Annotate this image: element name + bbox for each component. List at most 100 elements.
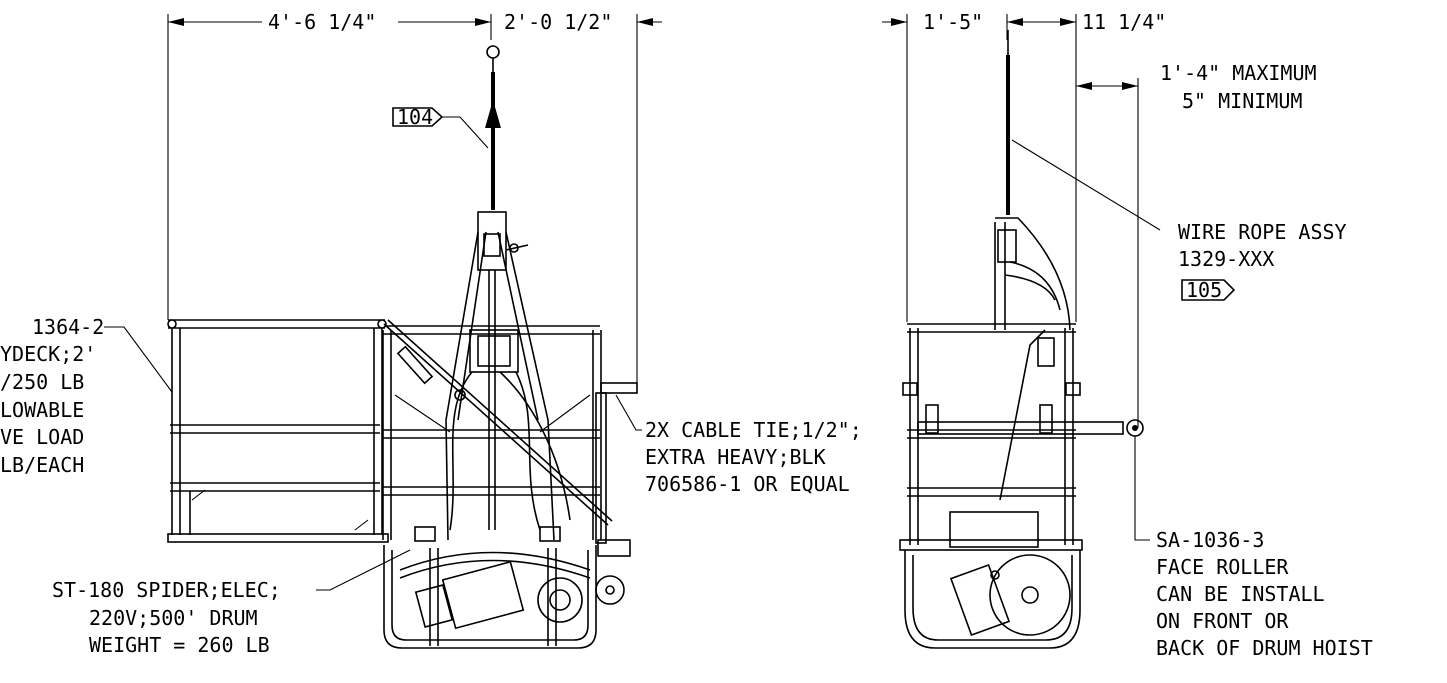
side-motor xyxy=(949,563,1011,637)
dim-max-text: 1'-4" MAXIMUM xyxy=(1160,61,1317,85)
roller-clamp xyxy=(1039,404,1053,434)
hoist-label-line: 220V;500' DRUM xyxy=(89,606,258,630)
side-basket-inner xyxy=(912,555,1073,641)
control-box xyxy=(469,329,519,373)
hoist-label-line: ST-180 SPIDER;ELEC; xyxy=(52,578,281,602)
cable-tie-label: 2X CABLE TIE;1/2"; EXTRA HEAVY;BLK 70658… xyxy=(645,418,862,496)
cage-brace xyxy=(539,394,591,433)
caster-axle xyxy=(605,585,615,595)
basket-outer xyxy=(383,545,597,649)
dim-offset-text: 2'-0 1/2" xyxy=(504,10,612,34)
cage-brace xyxy=(394,394,451,433)
bracket-post xyxy=(595,392,607,544)
platform-label: 1364-2 YDECK;2' /250 LB LOWABLE VE LOAD … xyxy=(0,315,104,477)
rail-end xyxy=(167,319,177,329)
wire-rope-label-line: WIRE ROPE ASSY xyxy=(1178,220,1347,244)
dim-arrow xyxy=(1060,18,1076,26)
deck-lug xyxy=(414,526,436,542)
face-roller-label-line: SA-1036-3 xyxy=(1156,528,1264,552)
side-motor-box xyxy=(949,511,1039,548)
shackle xyxy=(454,389,466,401)
fastener xyxy=(990,570,1000,580)
platform-deck xyxy=(167,533,389,543)
control-box-panel xyxy=(477,335,511,367)
drum-gear xyxy=(537,577,583,623)
rope-eye xyxy=(486,45,500,59)
glass-hatch xyxy=(354,519,369,531)
dim-width-text: 4'-6 1/4" xyxy=(268,10,376,34)
tie-back-cable xyxy=(387,319,613,522)
platform-label-line: YDECK;2' xyxy=(0,342,96,366)
turnbuckle xyxy=(396,345,434,385)
face-roller-label-line: ON FRONT OR xyxy=(1156,609,1289,633)
platform-label-line: /250 LB xyxy=(0,370,84,394)
leader-line xyxy=(104,326,173,393)
callout-tag-104 xyxy=(392,107,444,127)
hose xyxy=(515,371,541,531)
roller-arm xyxy=(917,421,1124,435)
dim-arrow xyxy=(637,18,653,26)
callout-tag-105-text: 105 xyxy=(1186,278,1222,302)
dim-arrow xyxy=(168,18,184,26)
drum-hoist xyxy=(989,554,1071,636)
side-view: 1'-5" 11 1/4" 1'-4" MAXIMUM 5" MINIMUM W… xyxy=(882,10,1373,660)
dim-min-text: 5" MINIMUM xyxy=(1182,89,1302,113)
hose xyxy=(499,371,571,521)
hoist-head-block xyxy=(483,233,501,257)
dim-right-text: 11 1/4" xyxy=(1082,10,1166,34)
side-lug xyxy=(1065,382,1081,396)
tie-back-cable xyxy=(383,323,609,526)
leader-line xyxy=(442,116,489,149)
side-deck xyxy=(899,539,1083,551)
wire-rope-label-line: 1329-XXX xyxy=(1178,247,1274,271)
hoist-label: ST-180 SPIDER;ELEC; 220V;500' DRUM WEIGH… xyxy=(52,578,281,657)
roller-clamp xyxy=(925,404,939,434)
basket-arc xyxy=(399,559,591,579)
dim-arrow xyxy=(1122,82,1138,90)
side-frame-curve xyxy=(1004,274,1056,301)
basket-arc xyxy=(399,551,591,571)
deck-lug xyxy=(539,526,561,542)
front-view: 4'-6 1/4" 2'-0 1/2" 104 xyxy=(0,10,862,657)
platform-label-line: LOWABLE xyxy=(0,398,84,422)
dim-arrow xyxy=(475,18,491,26)
glass-hatch xyxy=(191,489,206,501)
side-basket-outer xyxy=(904,550,1081,649)
leader-line xyxy=(316,549,411,591)
callout-tag-104-text: 104 xyxy=(397,105,433,129)
face-roller-label-line: CAN BE INSTALL xyxy=(1156,582,1325,606)
cable-tie-label-line: 706586-1 OR EQUAL xyxy=(645,472,850,496)
basket-inner xyxy=(391,550,589,641)
dim-arrow xyxy=(891,18,907,26)
frame-leg-left xyxy=(445,231,479,541)
cable-tie-label-line: 2X CABLE TIE;1/2"; xyxy=(645,418,862,442)
leader-line xyxy=(1011,139,1161,231)
drum-hub xyxy=(549,589,571,611)
drive-motor xyxy=(441,560,525,630)
side-lug xyxy=(902,382,918,396)
face-roller-label: SA-1036-3 FACE ROLLER CAN BE INSTALL ON … xyxy=(1156,528,1373,660)
callout-tag-105 xyxy=(1181,279,1236,301)
side-control xyxy=(1037,337,1055,367)
hoist-label-line: WEIGHT = 260 LB xyxy=(89,633,270,657)
hoist-head xyxy=(477,211,507,271)
bracket-arm xyxy=(600,382,638,394)
leader-line xyxy=(615,394,642,431)
motor-end-cap xyxy=(414,584,454,628)
dim-left-text: 1'-5" xyxy=(923,10,983,34)
drum-hub xyxy=(1021,586,1039,604)
platform-label-line: VE LOAD xyxy=(0,425,84,449)
side-frame-curve xyxy=(1009,261,1061,311)
side-brace xyxy=(999,329,1046,501)
dim-arrow xyxy=(1076,82,1092,90)
cable-tie-label-line: EXTRA HEAVY;BLK xyxy=(645,445,826,469)
side-hoist-block xyxy=(997,229,1017,263)
face-roller-label-line: FACE ROLLER xyxy=(1156,555,1289,579)
leader-line xyxy=(1134,436,1150,541)
side-frame-head xyxy=(994,217,1071,331)
platform-label-line: LB/EACH xyxy=(0,453,84,477)
bracket-foot xyxy=(597,539,631,557)
rope-direction-arrow xyxy=(485,100,501,128)
dim-arrow xyxy=(1007,18,1023,26)
